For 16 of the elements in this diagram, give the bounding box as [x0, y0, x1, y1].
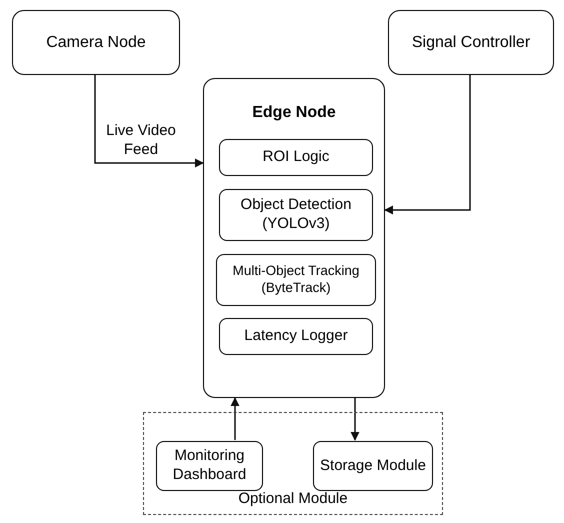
dashed-group — [143, 412, 443, 515]
module-box: ROI Logic — [219, 139, 373, 176]
container-box — [203, 78, 385, 398]
process-box: Signal Controller — [388, 10, 554, 75]
arrow — [350, 398, 360, 441]
module-box: Latency Logger — [219, 318, 373, 355]
group-label: Optional Module — [237, 488, 349, 508]
node-title: Edge Node — [251, 103, 337, 123]
module-box: Storage Module — [313, 441, 433, 491]
module-box: Multi-Object Tracking (ByteTrack) — [216, 254, 376, 306]
arrow — [94, 75, 204, 168]
process-box: Camera Node — [12, 10, 180, 75]
arrow — [384, 75, 471, 214]
module-box: Object Detection (YOLOv3) — [219, 189, 373, 241]
module-box: Monitoring Dashboard — [156, 441, 263, 491]
arrow — [230, 397, 240, 440]
